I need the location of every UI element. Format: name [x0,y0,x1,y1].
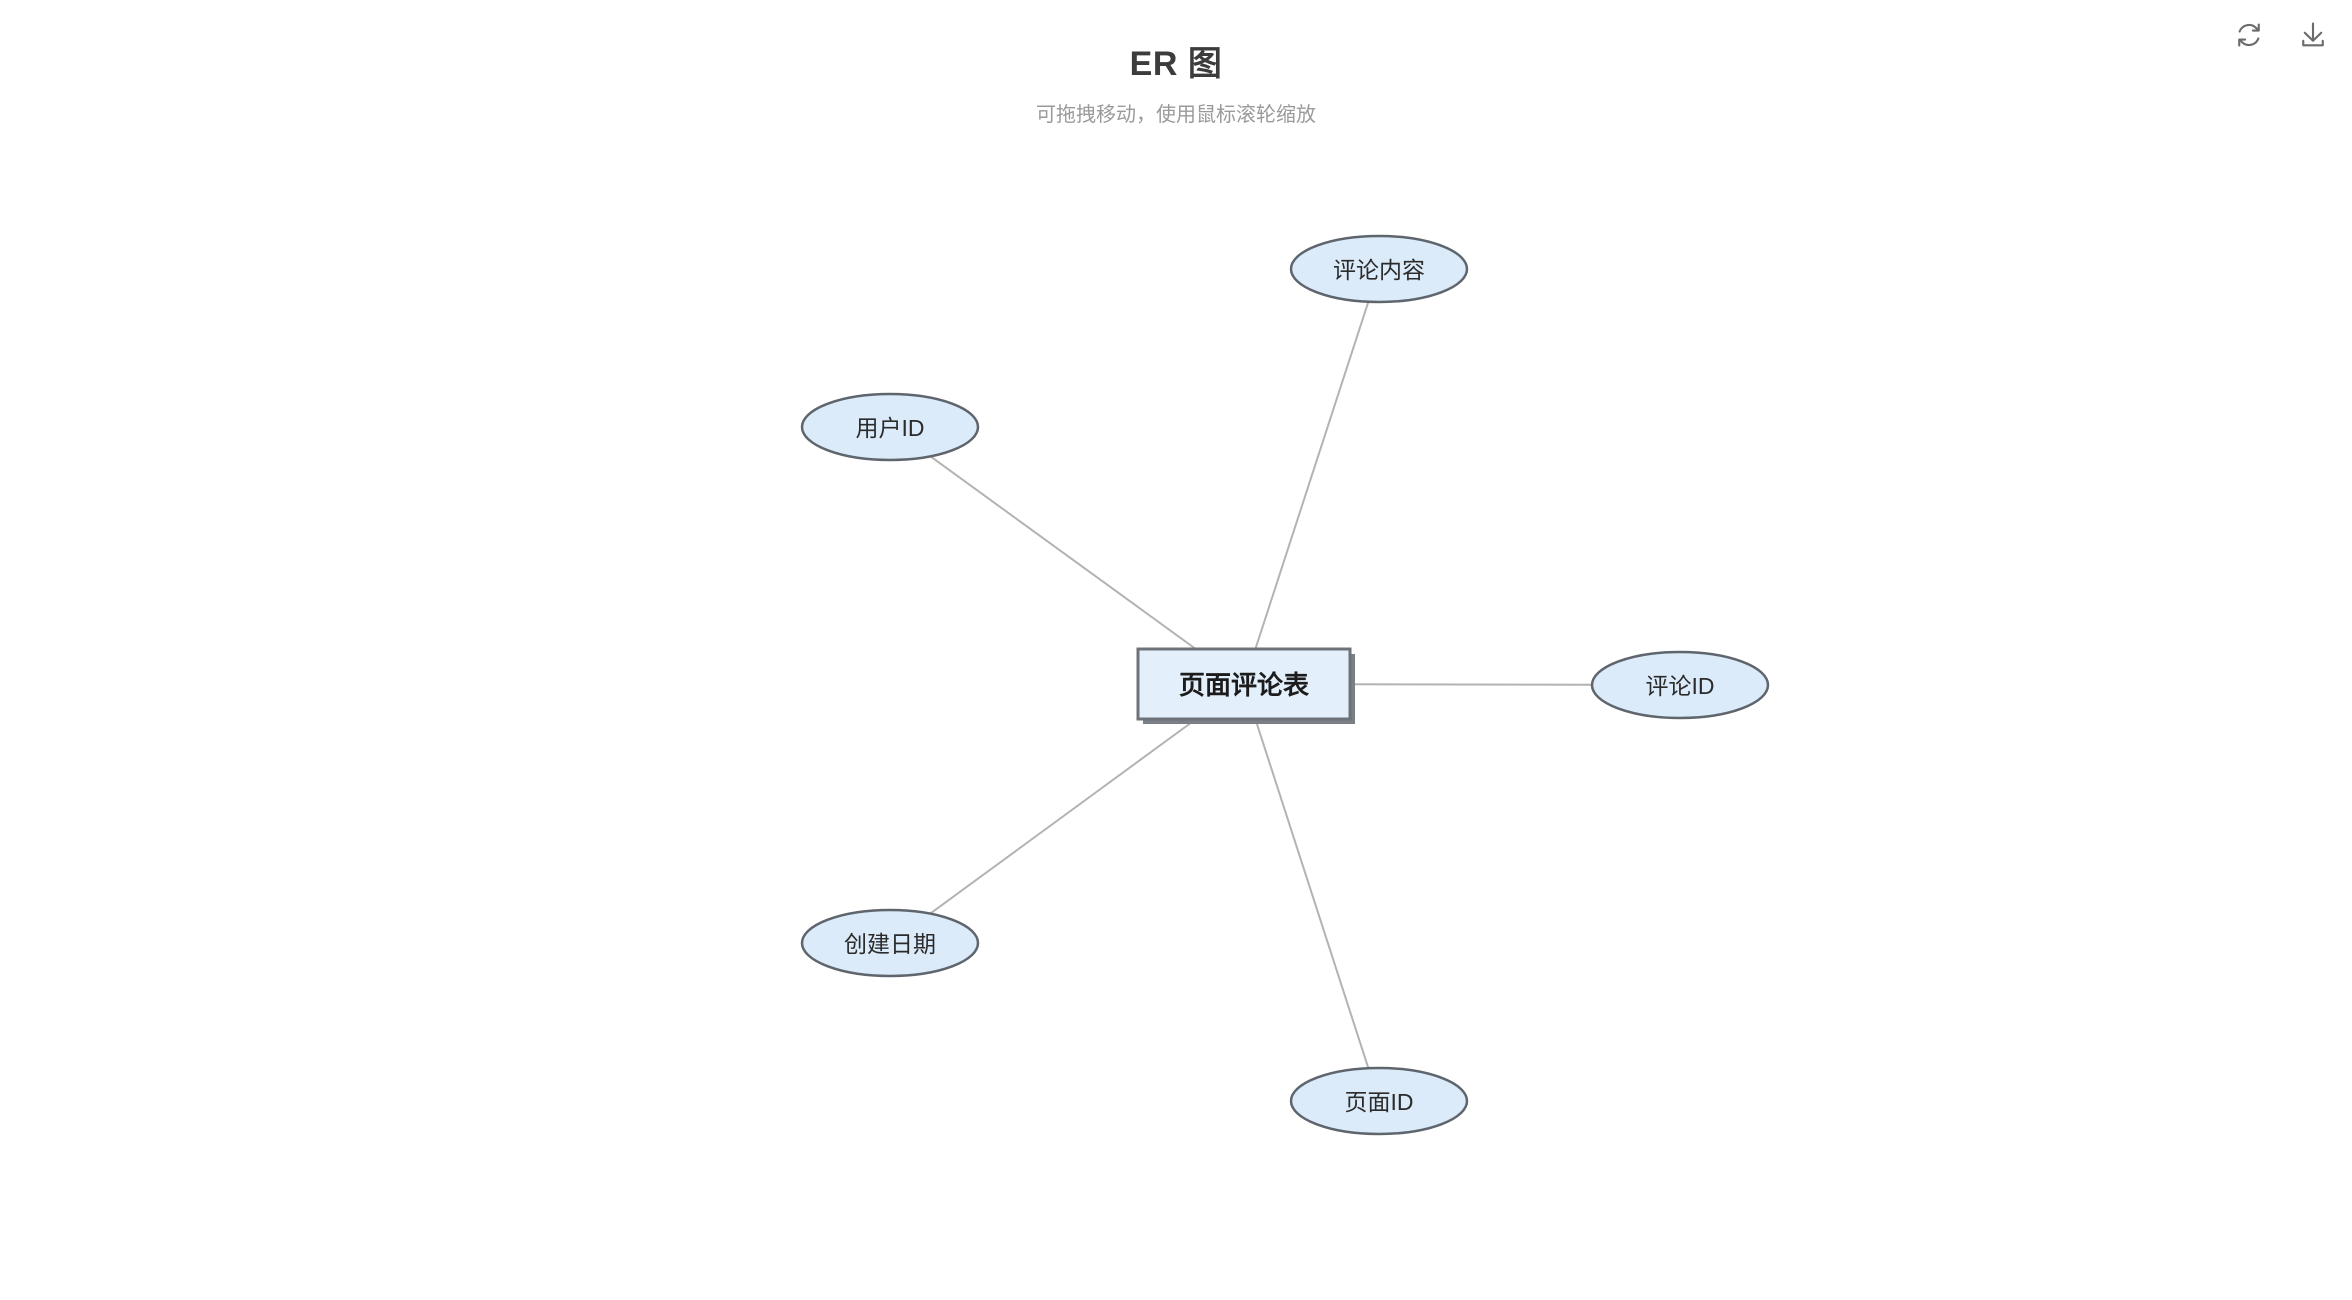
attribute-ellipse[interactable] [800,392,980,462]
refresh-icon [2234,20,2264,50]
er-attribute-node-2[interactable]: 用户ID [800,392,980,462]
attribute-label: 评论内容 [1333,257,1425,283]
attribute-ellipse[interactable] [800,908,980,978]
download-button[interactable] [2292,14,2334,56]
entity-rect[interactable] [1136,647,1352,721]
er-edge-4 [929,718,1197,915]
er-attribute-node-4[interactable]: 创建日期 [800,908,980,978]
attribute-label: 用户ID [856,415,925,441]
er-attribute-node-5[interactable]: 页面ID [1289,1066,1469,1136]
er-edge-2 [929,455,1197,650]
toolbar [2228,14,2334,56]
er-edge-5 [1254,718,1370,1069]
entity-label: 页面评论表 [1179,670,1310,700]
reset-view-button[interactable] [2228,14,2270,56]
download-icon [2298,20,2328,50]
er-edge-1 [1254,301,1370,650]
er-entity-node[interactable]: 页面评论表 [1136,647,1352,721]
attribute-label: 评论ID [1646,673,1715,699]
edges-layer [929,301,1593,1069]
attribute-ellipse[interactable] [1590,650,1770,720]
er-attribute-node-1[interactable]: 评论内容 [1289,234,1469,304]
attribute-label: 页面ID [1345,1089,1414,1115]
attribute-ellipse[interactable] [1289,234,1469,304]
er-attribute-node-3[interactable]: 评论ID [1590,650,1770,720]
attribute-label: 创建日期 [844,931,936,957]
er-edge-3 [1349,683,1593,686]
attribute-ellipse[interactable] [1289,1066,1469,1136]
